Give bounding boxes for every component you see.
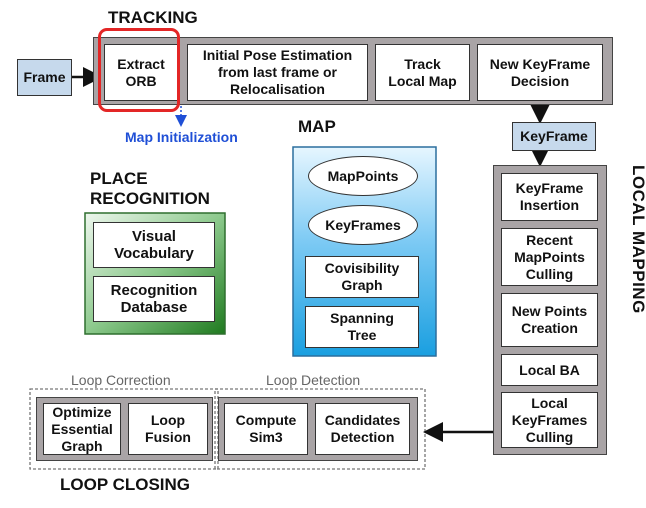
- loop-detection-label: Loop Detection: [266, 372, 361, 388]
- extract-orb-box: Extract ORB: [104, 44, 178, 101]
- visual-vocabulary-box: Visual Vocabulary: [93, 222, 215, 268]
- extract-orb-highlight: [98, 28, 180, 112]
- map-initialization-label: Map Initialization: [125, 129, 238, 145]
- place-recognition-title: PLACE RECOGNITION: [90, 169, 210, 208]
- optimize-essential-graph-box: Optimize Essential Graph: [43, 403, 121, 455]
- local-keyframes-culling-box: Local KeyFrames Culling: [501, 392, 598, 448]
- loop-closing-title: LOOP CLOSING: [60, 475, 191, 494]
- spanning-tree-box: Spanning Tree: [305, 306, 419, 348]
- track-local-map-box: Track Local Map: [375, 44, 470, 101]
- local-ba-box: Local BA: [501, 354, 598, 386]
- recent-mappoints-culling-box: Recent MapPoints Culling: [501, 228, 598, 286]
- mappoints-ellipse: MapPoints: [308, 156, 418, 196]
- covisibility-graph-box: Covisibility Graph: [305, 256, 419, 298]
- initial-pose-box: Initial Pose Estimation from last frame …: [187, 44, 368, 101]
- new-keyframe-decision-box: New KeyFrame Decision: [477, 44, 603, 101]
- frame-box: Frame: [17, 59, 72, 96]
- map-title: MAP: [298, 117, 336, 136]
- tracking-title: TRACKING: [108, 8, 198, 27]
- loop-correction-label: Loop Correction: [71, 372, 171, 388]
- candidates-detection-box: Candidates Detection: [315, 403, 410, 455]
- keyframe-insertion-box: KeyFrame Insertion: [501, 173, 598, 221]
- recognition-database-box: Recognition Database: [93, 276, 215, 322]
- keyframes-ellipse: KeyFrames: [308, 205, 418, 245]
- keyframe-box: KeyFrame: [512, 122, 596, 151]
- compute-sim3-box: Compute Sim3: [224, 403, 308, 455]
- new-points-creation-box: New Points Creation: [501, 293, 598, 347]
- loop-fusion-box: Loop Fusion: [128, 403, 208, 455]
- local-mapping-title: LOCAL MAPPING: [629, 165, 646, 314]
